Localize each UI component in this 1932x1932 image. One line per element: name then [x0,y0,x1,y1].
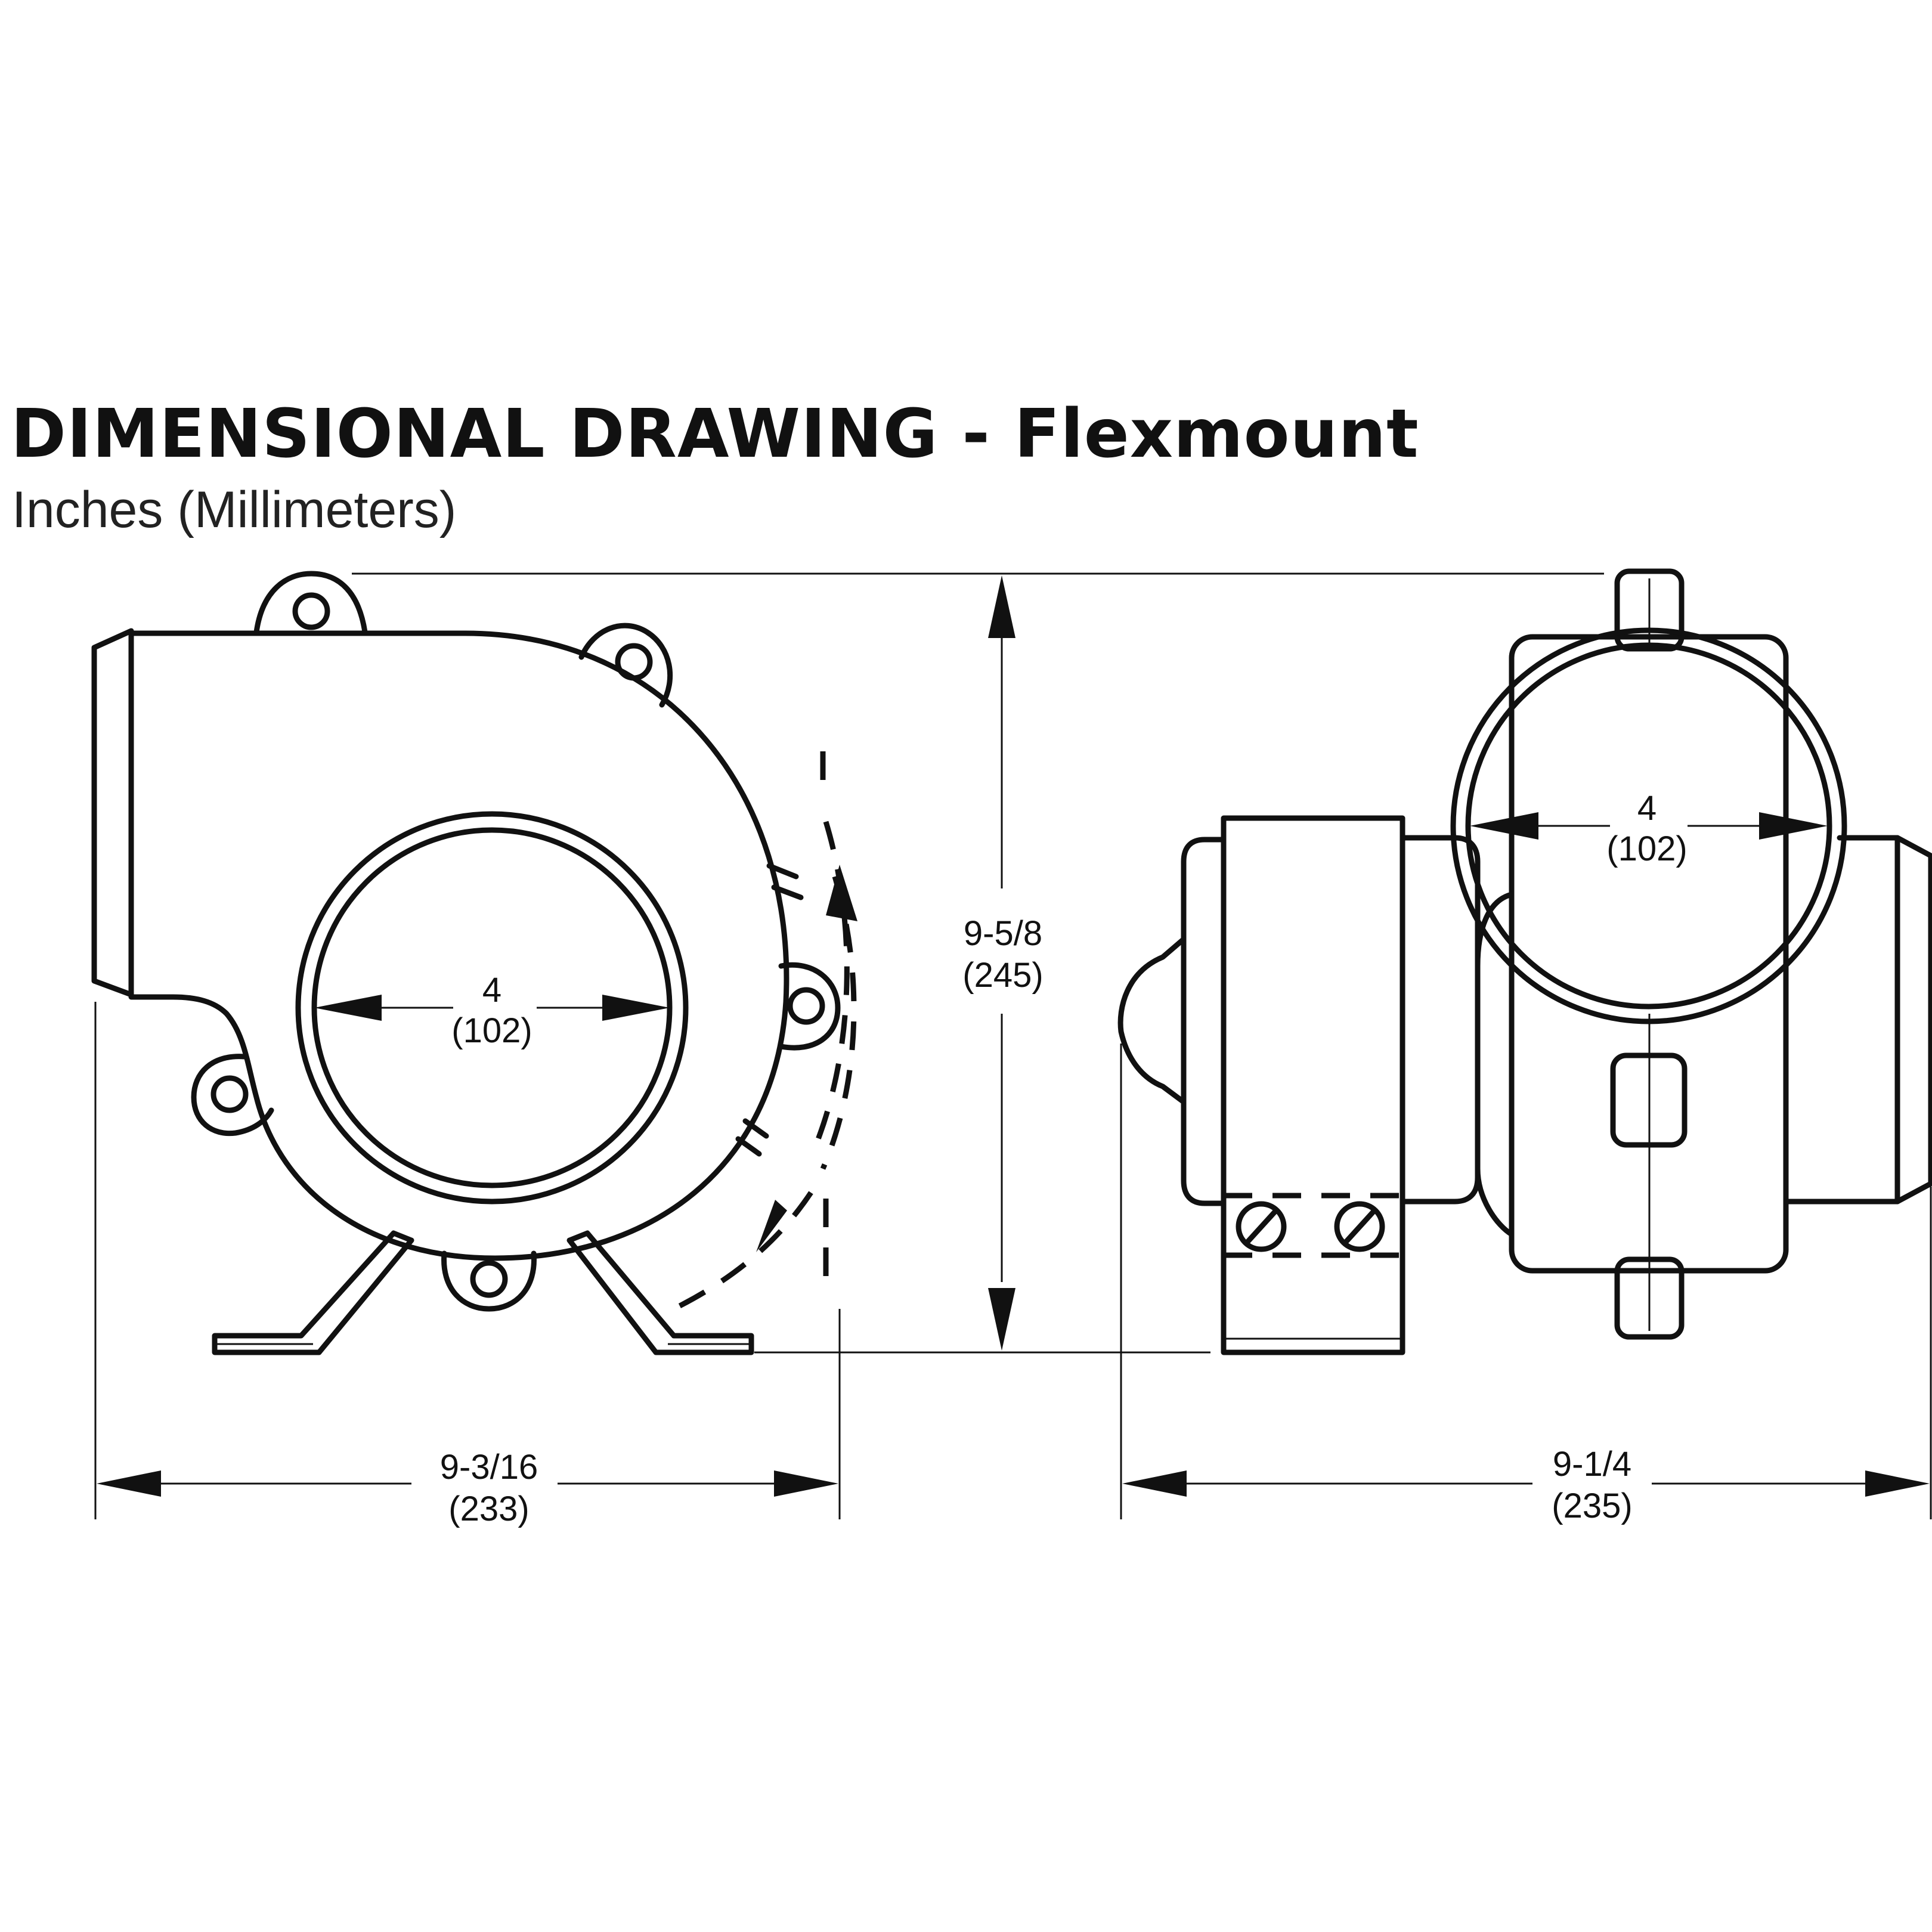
side-width-inches-label: 9-1/4 [1553,1445,1631,1484]
front-top-lug [253,571,368,635]
front-tick-4 [735,1136,762,1157]
side-clamp-screw-right [1334,1201,1385,1252]
side-top-tab [1614,568,1685,652]
front-inlet-inches-label: 4 [482,971,501,1010]
front-inlet-arrow-left [314,995,382,1021]
front-inlet-arrow-right [602,995,670,1021]
side-width-arrow-left [1122,1470,1187,1497]
front-upper-right-lug [578,623,673,708]
front-lower-left-lug-hole [210,1075,249,1113]
front-inlet-outer-ring [295,811,689,1205]
front-right-lug [778,962,841,1051]
drawing-title: DIMENSIONAL DRAWING - Flexmount [11,395,1419,473]
dimension-labels: 4 (102) 9-5/8 (245) 4 (102) 9-3/16 (233)… [440,789,1688,1528]
front-rotation-arrow-bottom [756,1200,787,1252]
side-outlet-flange [1783,835,1932,1205]
front-upper-right-lug-hole [615,643,653,681]
side-outlet-mm-label: (102) [1606,829,1687,868]
side-outlet-outer-ring [1450,627,1847,1024]
front-outlet-flange [91,628,134,998]
front-rotation-arrow-top [826,865,857,921]
side-clamp-screw-left-slot [1243,1208,1279,1246]
front-width-arrow-left [97,1470,161,1497]
side-middle-slot [1610,1052,1688,1148]
front-tick-1 [766,863,799,880]
front-tick-2 [771,884,804,900]
side-motor-cap [1181,837,1227,1206]
height-arrow-top [988,575,1015,638]
front-right-foot [566,1230,754,1355]
front-top-lug-hole [292,592,330,630]
side-outlet-inches-label: 4 [1637,789,1657,828]
dimension-lines [94,572,1932,1519]
side-end-bump [1117,936,1187,1105]
front-swing-arc-outer [808,751,850,1288]
front-width-mm-label: (233) [448,1490,529,1528]
height-inches-label: 9-5/8 [964,914,1042,953]
side-view [1117,568,1932,1355]
side-clamp-screw-right-slot [1342,1208,1377,1246]
front-tick-3 [742,1118,769,1139]
front-width-inches-label: 9-3/16 [440,1448,538,1487]
side-clamp-screw-left [1236,1201,1287,1252]
side-motor-body [1221,815,1405,1355]
front-view [91,571,857,1355]
height-mm-label: (245) [962,956,1043,995]
units-subtitle: Inches (Millimeters) [12,481,457,538]
front-right-lug-hole [787,987,825,1025]
side-width-mm-label: (235) [1552,1487,1632,1525]
side-width-arrow-right [1865,1470,1930,1497]
front-swing-arc-inner [672,875,857,1312]
height-arrow-bottom [988,1288,1015,1351]
side-outlet-arrow-right [1759,812,1828,840]
front-inlet-mm-label: (102) [451,1011,532,1050]
front-width-arrow-right [774,1470,838,1497]
front-bottom-lug-hole [470,1260,508,1298]
side-housing-left-edge [1475,891,1515,1237]
front-left-foot [212,1230,414,1355]
front-housing-outline [128,630,789,1261]
side-outlet-arrow-left [1470,812,1538,840]
side-outlet-inner-ring [1465,642,1832,1010]
front-bottom-lug [441,1250,537,1312]
front-lower-left-lug [191,1054,274,1137]
